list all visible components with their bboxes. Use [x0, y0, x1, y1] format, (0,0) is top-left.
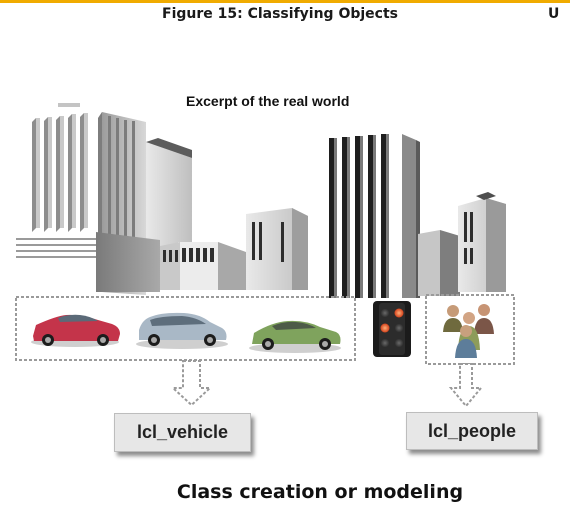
people-down-arrow	[448, 363, 484, 408]
green-car-icon	[249, 320, 341, 353]
left-buildings-icon	[16, 103, 308, 295]
vehicle-down-arrow	[170, 360, 213, 407]
scene-label: Excerpt of the real world	[186, 93, 350, 109]
class-box-vehicle: lcl_vehicle	[114, 413, 251, 452]
header-rule	[0, 0, 570, 3]
class-label-people: lcl_people	[427, 420, 517, 441]
diagram-caption: Class creation or modeling	[176, 481, 464, 503]
right-buildings-icon	[329, 134, 506, 298]
class-box-people: lcl_people	[406, 412, 538, 450]
figure-title: Figure 15: Classifying Objects	[162, 6, 398, 22]
red-car-icon	[31, 314, 120, 347]
people-group-icon	[443, 304, 494, 358]
corner-letter: U	[548, 6, 560, 22]
traffic-light-icon	[373, 301, 411, 357]
silver-minivan-icon	[136, 312, 228, 349]
class-label-vehicle: lcl_vehicle	[136, 422, 229, 442]
